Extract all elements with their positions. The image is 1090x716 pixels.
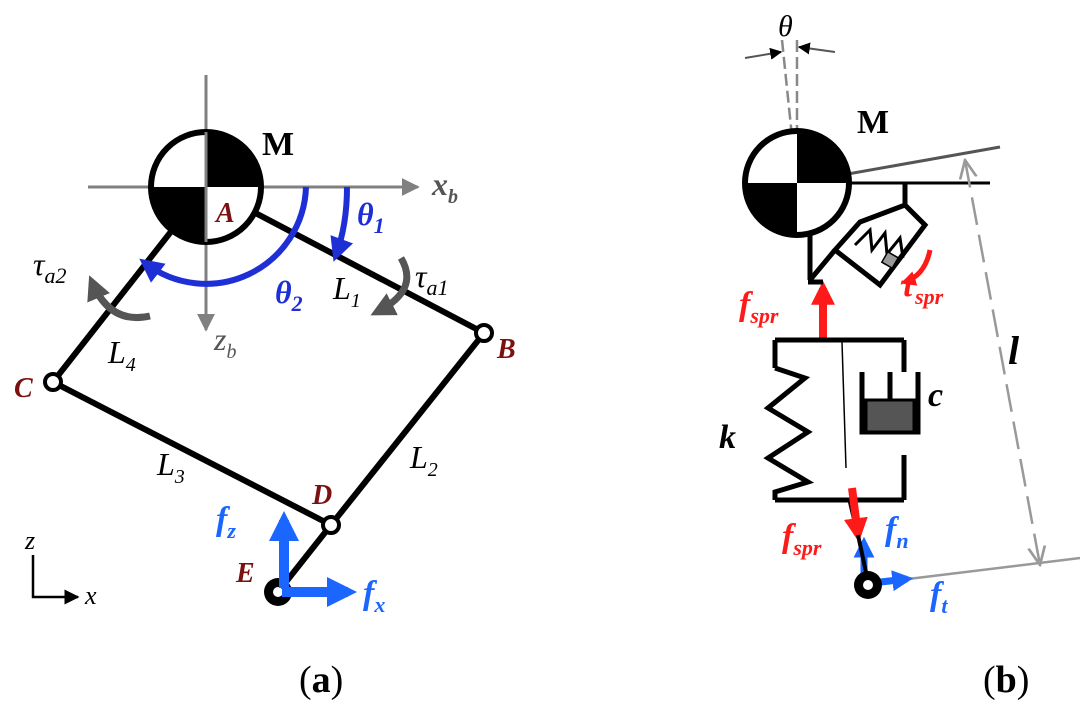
damper-c-label: c (928, 377, 943, 414)
center-of-mass-symbol-b (742, 128, 852, 238)
point-c-label: C (14, 373, 33, 404)
panel-b: M θ l k c fspr τspr fspr fn ft (719, 10, 1081, 618)
mass-label-b: M (857, 104, 889, 141)
link-l2 (328, 331, 487, 527)
leg-centerline (841, 341, 847, 469)
link-l4-label: L4 (107, 334, 136, 376)
tau-a1-arc (370, 256, 411, 316)
torsion-spring-coil (853, 226, 905, 259)
leg-length-label: l (1008, 328, 1020, 373)
tau-a1-label: τa1 (415, 258, 448, 300)
tau-a2-label: τa2 (33, 246, 66, 288)
spring-k (763, 365, 815, 500)
torsion-spring-block (880, 250, 900, 270)
theta-label: θ (778, 10, 793, 43)
link-l1-label: L1 (332, 270, 361, 312)
caption-a: (a) (299, 659, 344, 701)
force-fn-label: fn (885, 511, 909, 553)
point-e-label: E (235, 558, 255, 589)
tau-a2-arc (87, 275, 151, 321)
world-z-label: z (24, 526, 35, 555)
tau-spr-arrow (900, 249, 933, 286)
point-a-label: A (214, 198, 235, 229)
force-ft-label: ft (930, 576, 948, 618)
point-b-label: B (496, 334, 516, 365)
f-spr-upper-label: fspr (739, 286, 779, 328)
joint-d (321, 515, 341, 535)
force-fz-label: fz (216, 501, 236, 543)
mass-label-a: M (262, 126, 294, 163)
caption-b: (b) (983, 659, 1030, 701)
world-x-label: x (84, 581, 97, 610)
leg-length-dimension (965, 160, 1040, 565)
body-z-label: zb (213, 321, 236, 363)
theta1-arc (330, 186, 354, 262)
body-x-label: xb (431, 166, 458, 208)
center-of-mass-symbol-a (148, 129, 264, 245)
point-d-label: D (311, 480, 332, 511)
spring-k-label: k (719, 419, 736, 456)
damper-piston (864, 398, 916, 434)
joint-b (474, 323, 494, 343)
theta1-label: θ1 (357, 196, 385, 238)
theta-arrow-left (744, 47, 783, 60)
link-l3-label: L3 (156, 446, 185, 488)
ground-ref-line (899, 556, 1081, 582)
f-spr-lower-arrow (843, 487, 868, 543)
force-fx-label: fx (363, 575, 385, 617)
panel-a: M A B C D E L1 L2 L3 L4 xb zb θ1 θ2 τa1 … (14, 75, 516, 617)
torsion-spring-housing (831, 202, 929, 289)
f-spr-lower-label: fspr (782, 518, 822, 560)
tau-spr-label: τspr (900, 267, 944, 309)
joint-c (43, 372, 63, 392)
link-l2-label: L2 (409, 439, 438, 481)
theta-arrow-right (797, 42, 836, 55)
theta2-label: θ2 (275, 274, 303, 316)
theta2-arc (139, 186, 309, 287)
world-axes (31, 555, 80, 605)
link-l3 (51, 379, 333, 528)
